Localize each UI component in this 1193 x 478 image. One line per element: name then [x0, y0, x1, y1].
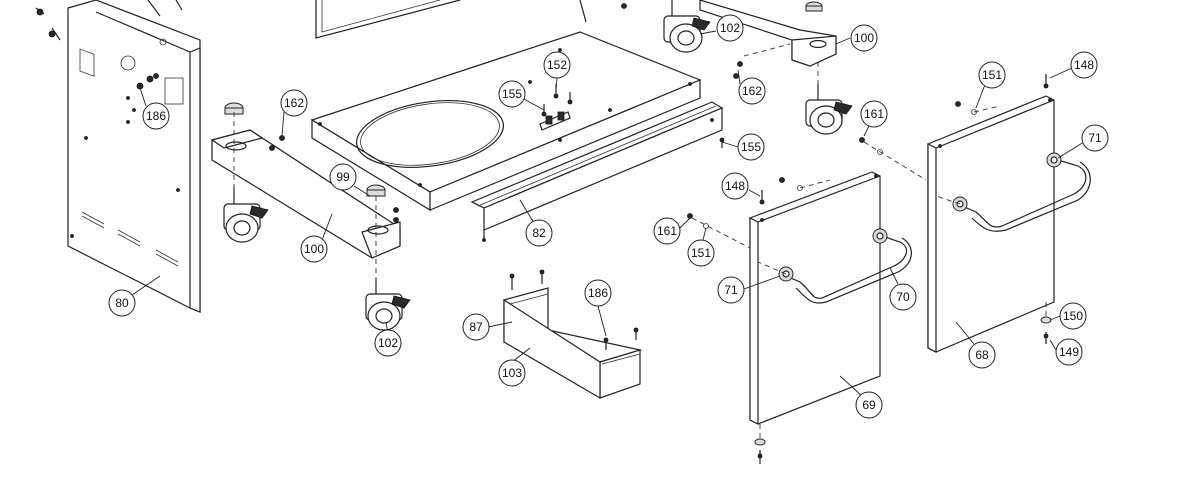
svg-text:148: 148 [725, 179, 745, 193]
callout-155: 155 [737, 133, 765, 161]
screw-icon [621, 3, 883, 155]
svg-text:161: 161 [864, 107, 884, 121]
svg-text:80: 80 [115, 296, 129, 310]
callout-186: 186 [584, 279, 612, 307]
svg-text:69: 69 [862, 398, 876, 412]
callout-162: 162 [280, 89, 308, 117]
svg-text:151: 151 [982, 68, 1002, 82]
callout-186: 186 [142, 102, 170, 130]
side-panel-80 [67, 0, 201, 313]
callout-148: 148 [1070, 51, 1098, 79]
callout-151: 151 [978, 61, 1006, 89]
callout-152: 152 [543, 51, 571, 79]
caster-wheel-102-left-front [365, 278, 411, 331]
caster-wheel-102-left-rear [223, 186, 269, 243]
svg-text:186: 186 [146, 109, 166, 123]
leader-lines [131, 30, 1085, 397]
svg-text:70: 70 [896, 290, 910, 304]
angle-rail-82 [470, 101, 725, 242]
callout-69: 69 [855, 391, 883, 419]
assembly-lines [233, 43, 1047, 440]
callout-100: 100 [850, 24, 878, 52]
svg-text:149: 149 [1059, 345, 1079, 359]
svg-text:155: 155 [741, 140, 761, 154]
callout-103: 103 [498, 359, 526, 387]
svg-text:161: 161 [657, 224, 677, 238]
callout-71: 71 [1081, 124, 1109, 152]
callout-100: 100 [300, 235, 328, 263]
svg-text:152: 152 [547, 58, 567, 72]
svg-text:71: 71 [1088, 131, 1102, 145]
callout-68: 68 [968, 341, 996, 369]
table-top-plate [310, 31, 702, 212]
callout-99: 99 [329, 163, 357, 191]
callout-70: 70 [889, 283, 917, 311]
svg-text:186: 186 [588, 286, 608, 300]
svg-text:102: 102 [720, 21, 740, 35]
svg-text:82: 82 [532, 226, 546, 240]
callout-155: 155 [498, 80, 526, 108]
svg-text:100: 100 [854, 31, 874, 45]
callout-161: 161 [653, 217, 681, 245]
svg-text:162: 162 [284, 96, 304, 110]
callout-87: 87 [462, 313, 490, 341]
caster-wheel-102-right-front [805, 84, 853, 135]
svg-text:100: 100 [304, 242, 324, 256]
svg-text:151: 151 [691, 246, 711, 260]
callout-150: 150 [1059, 302, 1087, 330]
top-panel-partial [147, 0, 587, 39]
drawer-tray-103 [503, 269, 643, 400]
callout-161: 161 [860, 100, 888, 128]
callout-151: 151 [687, 239, 715, 267]
svg-text:99: 99 [336, 170, 350, 184]
door-panel-68 [927, 95, 1055, 353]
svg-text:155: 155 [502, 87, 522, 101]
svg-text:103: 103 [502, 366, 522, 380]
svg-text:68: 68 [975, 348, 989, 362]
svg-text:71: 71 [724, 283, 738, 297]
callout-80: 80 [108, 289, 136, 317]
latch-bracket [539, 84, 573, 131]
svg-text:102: 102 [378, 336, 398, 350]
svg-text:150: 150 [1063, 309, 1083, 323]
door-panel-69 [749, 171, 881, 425]
callout-102: 102 [374, 329, 402, 357]
callout-162: 162 [738, 77, 766, 105]
callout-102: 102 [716, 14, 744, 42]
svg-text:87: 87 [469, 320, 483, 334]
caster-wheel-102-right-rear [663, 0, 711, 53]
screw-icon [35, 7, 159, 90]
callout-149: 149 [1055, 338, 1083, 366]
callout-71: 71 [717, 276, 745, 304]
svg-text:148: 148 [1074, 58, 1094, 72]
callout-148: 148 [721, 172, 749, 200]
callout-82: 82 [525, 219, 553, 247]
svg-text:162: 162 [742, 84, 762, 98]
